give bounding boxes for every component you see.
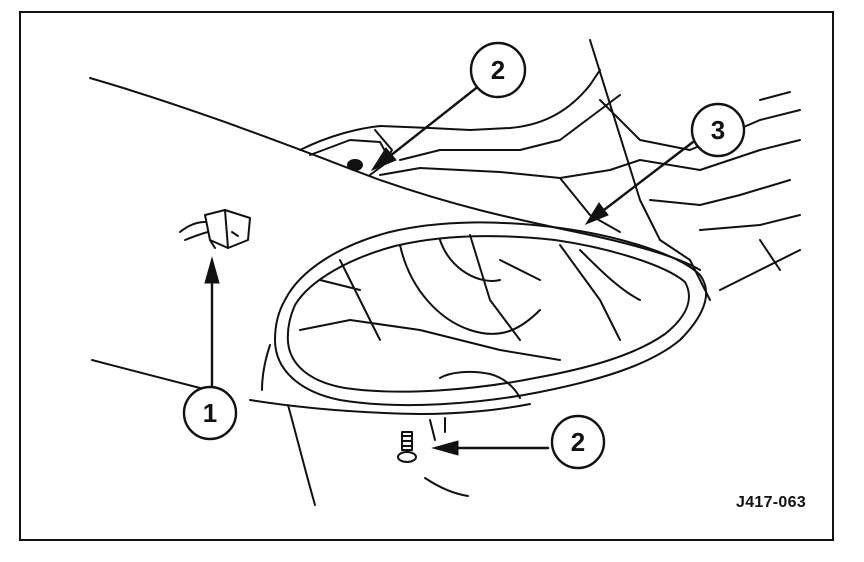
callout-label-2-top: 2 [491, 55, 505, 85]
callout-label-3: 3 [711, 115, 725, 145]
callout-circle-3 [690, 102, 746, 158]
callout-label-1: 1 [203, 398, 217, 428]
callout-circle-2-bottom [550, 414, 606, 470]
diagram-frame [19, 11, 834, 541]
engine-compartment-inner [399, 94, 621, 161]
hood-edge-line [89, 77, 701, 271]
callout-circle-2-top [469, 41, 527, 99]
arrowhead-2-bottom [431, 440, 459, 456]
arrowhead-2-top [370, 147, 397, 172]
harness-connector [179, 209, 251, 249]
headlamp-bezel-inner [286, 235, 690, 393]
leader-line-2-top [383, 83, 482, 162]
callout-circle-1 [182, 385, 238, 441]
leader-line-3 [598, 140, 695, 215]
callout-label-2-bottom: 2 [571, 427, 585, 457]
lower-screw [397, 431, 417, 463]
engine-compartment-outline [299, 69, 601, 151]
headlamp-bezel-outer [274, 221, 708, 407]
fender-vertical-line [287, 404, 316, 506]
arrowhead-1 [204, 256, 220, 284]
figure-code: J417-063 [736, 494, 807, 511]
upper-screw-head [347, 159, 363, 171]
arrowhead-3 [584, 202, 609, 226]
lower-body-line [91, 359, 201, 389]
